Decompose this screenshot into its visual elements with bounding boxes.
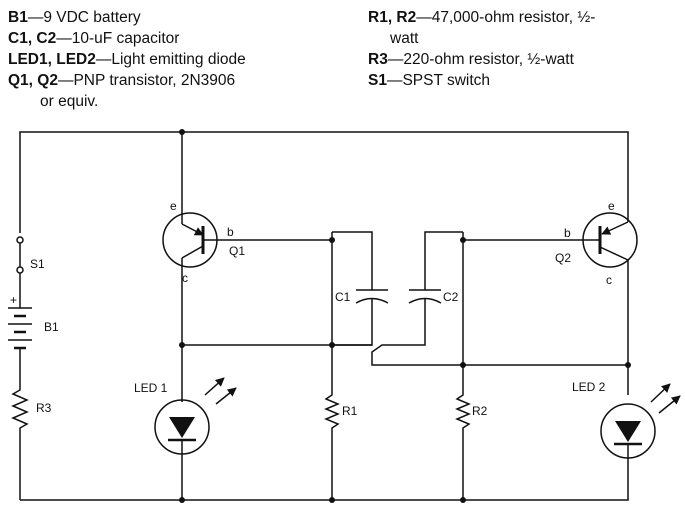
legend-item-c1-c2: C1, C2—10-uF capacitor — [8, 30, 180, 47]
bottom-rail — [20, 462, 629, 501]
capacitor-c2: C2 — [371, 231, 628, 366]
svg-text:B1: B1 — [44, 320, 59, 334]
svg-text:R2: R2 — [472, 404, 488, 418]
svg-text:C2: C2 — [443, 290, 459, 304]
svg-text:e: e — [608, 199, 615, 213]
resistor-r1: R1 — [324, 232, 358, 500]
transistor-q1: e b Q1 c — [162, 132, 332, 345]
legend-item-q1-q2: Q1, Q2—PNP transistor, 2N3906 — [8, 72, 236, 89]
svg-text:R3: R3 — [36, 401, 52, 415]
svg-text:c: c — [606, 273, 612, 287]
svg-text:Q2: Q2 — [555, 251, 571, 265]
led-2: LED 2 — [572, 380, 681, 462]
switch-s1: S1 — [16, 236, 45, 274]
svg-text:Q1: Q1 — [229, 244, 245, 258]
svg-text:b: b — [564, 226, 571, 240]
capacitor-c1: C1 — [332, 231, 389, 346]
svg-text:e: e — [170, 199, 177, 213]
legend-item-r1-r2: R1, R2—47,000-ohm resistor, ½- — [368, 9, 596, 26]
component-legend: B1—9 VDC battery C1, C2—10-uF capacitor … — [0, 0, 685, 120]
svg-text:LED 2: LED 2 — [572, 380, 606, 394]
svg-text:c: c — [182, 271, 188, 285]
resistor-r2: R2 — [455, 232, 488, 500]
svg-text:+: + — [10, 293, 17, 307]
transistor-q2: e b Q2 c — [463, 198, 638, 395]
top-rail — [19, 131, 629, 233]
resistor-r3: R3 — [11, 385, 52, 500]
legend-item-s1: S1—SPST switch — [368, 72, 491, 89]
svg-text:b: b — [227, 225, 234, 239]
legend-item-r-note: watt — [390, 30, 419, 47]
led-1: LED 1 — [134, 345, 237, 500]
battery-b1: + B1 — [8, 293, 59, 385]
legend-item-b1: B1—9 VDC battery — [8, 9, 141, 26]
junction-dots — [179, 129, 631, 503]
svg-text:R1: R1 — [342, 404, 358, 418]
svg-text:LED 1: LED 1 — [134, 381, 168, 395]
legend-item-r3: R3—220-ohm resistor, ½-watt — [368, 51, 574, 68]
legend-item-q-note: or equiv. — [40, 93, 99, 110]
legend-item-led: LED1, LED2—Light emitting diode — [8, 51, 246, 68]
svg-text:S1: S1 — [30, 257, 45, 271]
svg-text:C1: C1 — [335, 290, 351, 304]
